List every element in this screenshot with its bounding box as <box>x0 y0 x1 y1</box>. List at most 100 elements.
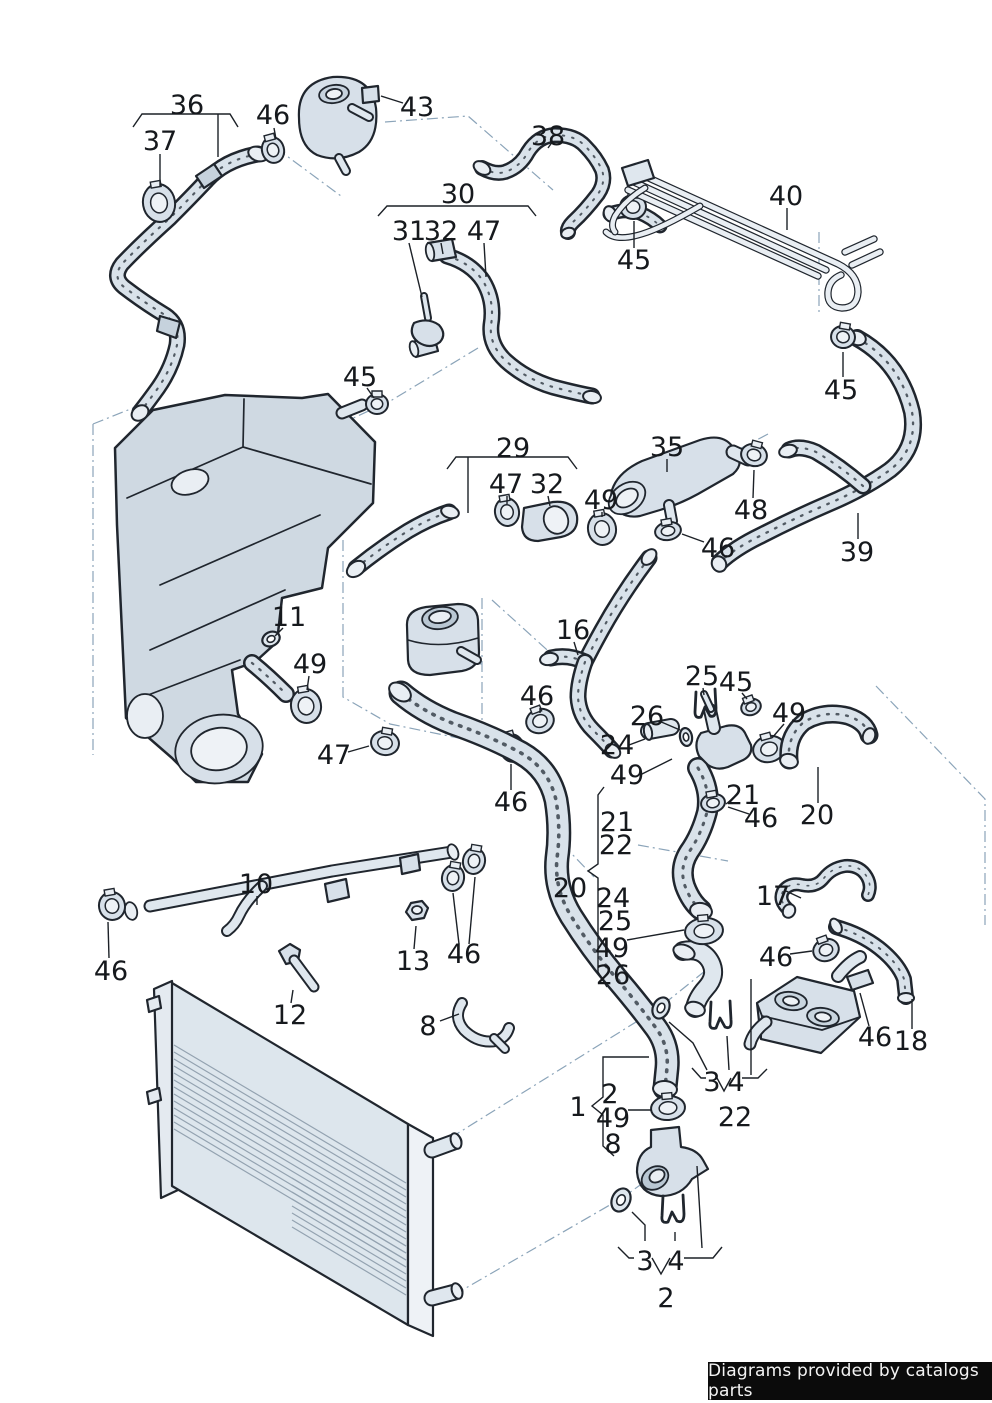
leader-line <box>547 495 551 507</box>
clamp-46-cooler <box>812 934 840 963</box>
callout-45: 45 <box>824 375 858 406</box>
reservoir-seam <box>407 637 479 646</box>
radiator-port-lower <box>423 1282 464 1307</box>
pipe-40-bend-b <box>609 184 649 236</box>
callout-18: 18 <box>894 1026 928 1057</box>
callout-10: 10 <box>239 869 273 900</box>
pipe-40-stubs <box>841 235 884 269</box>
construction-line <box>275 147 342 197</box>
construction-line <box>491 599 557 659</box>
callout-21: 21 <box>726 780 760 811</box>
callout-45: 45 <box>617 245 651 276</box>
clamp-25-49 <box>684 913 724 946</box>
connector-32-top-end <box>424 242 436 262</box>
hose-36-collar-b <box>155 314 182 340</box>
leader-line <box>725 799 732 805</box>
expansion-tank <box>297 75 378 160</box>
reservoir-opening-bore <box>428 609 452 625</box>
clamp-47-mid <box>370 726 400 757</box>
callout-49: 49 <box>595 933 629 964</box>
adapter-46-cooler <box>845 968 875 992</box>
pipe-40-c <box>624 186 822 280</box>
oring-3-upper <box>651 996 671 1020</box>
callout-40: 40 <box>769 181 803 212</box>
callout-47: 47 <box>467 216 501 247</box>
provider-badge-text: Diagrams provided by catalogs parts <box>708 1361 979 1401</box>
clamp-46-pair-b <box>461 843 487 875</box>
callout-bracket <box>377 205 537 217</box>
reservoir-nipple <box>456 646 482 665</box>
callout-20: 20 <box>553 873 587 904</box>
callout-1: 1 <box>569 1092 586 1123</box>
callout-2: 2 <box>601 1079 618 1110</box>
construction-line <box>384 115 554 191</box>
callout-49: 49 <box>584 485 618 516</box>
leader-line <box>408 242 423 298</box>
clamp-46-mid-a <box>525 704 555 735</box>
callout-4: 4 <box>727 1067 744 1098</box>
leader-line <box>628 738 646 746</box>
callout-26: 26 <box>630 701 664 732</box>
callout-bracket <box>617 1246 634 1259</box>
pipe-40-a <box>636 170 862 312</box>
expansion-tank-tab <box>360 84 381 105</box>
callout-38: 38 <box>531 121 565 152</box>
callout-bracket <box>684 1246 723 1259</box>
callout-20: 20 <box>800 800 834 831</box>
leader-line <box>468 876 476 945</box>
callout-16: 16 <box>556 615 590 646</box>
callout-49: 49 <box>596 1103 630 1134</box>
clamp-48 <box>740 439 768 468</box>
engine-oil-cap <box>170 468 210 496</box>
callout-46: 46 <box>94 956 128 987</box>
callout-11: 11 <box>272 602 306 633</box>
water-pipe-10-tab <box>323 877 351 904</box>
oil-cooler-inlet <box>831 950 867 983</box>
callout-3: 3 <box>703 1067 720 1098</box>
callout-46: 46 <box>447 939 481 970</box>
clamp-46-pipe10 <box>97 887 127 921</box>
callout-bracket <box>586 786 608 988</box>
callout-49: 49 <box>610 760 644 791</box>
leader-line <box>547 140 554 149</box>
bracket-31-rod <box>420 292 432 322</box>
hose-18 <box>828 917 915 1005</box>
clamp-49-engine <box>289 684 323 724</box>
callout-bracket <box>691 1067 706 1079</box>
callout-bracket <box>742 1068 768 1079</box>
hose-16-upper <box>576 548 658 671</box>
t-connector-2-bore <box>648 1168 666 1184</box>
connector-32-29-bore <box>542 505 570 535</box>
leader-line <box>859 992 870 1027</box>
radiator-mount-tabs <box>145 994 163 1106</box>
callout-29: 29 <box>496 433 530 464</box>
callout-21: 21 <box>600 807 634 838</box>
leader-line <box>639 758 673 776</box>
callout-8: 8 <box>419 1011 436 1042</box>
leader-line <box>306 675 310 691</box>
leader-line <box>347 745 370 753</box>
oil-cooler-boss-a-bore <box>782 995 800 1007</box>
leader-line <box>440 242 444 255</box>
hose-36 <box>109 145 269 422</box>
clip-4-upper <box>708 999 733 1030</box>
callout-47: 47 <box>317 740 351 771</box>
callout-46: 46 <box>858 1022 892 1053</box>
hose-20 <box>779 704 879 770</box>
callout-37: 37 <box>143 126 177 157</box>
engine-flange-bore <box>190 726 248 772</box>
leader-line <box>681 533 705 543</box>
engine-outlet-stub <box>243 654 295 703</box>
clamp-45-right <box>830 321 856 350</box>
oring-26 <box>678 726 694 748</box>
leader-line <box>366 387 375 399</box>
callout-24: 24 <box>600 730 634 761</box>
callout-26: 26 <box>596 960 630 991</box>
callout-25: 25 <box>598 906 632 937</box>
construction-line <box>342 540 479 743</box>
engine-cast-lines <box>126 398 372 701</box>
callout-17: 17 <box>756 881 790 912</box>
nut-13-bore <box>411 905 423 915</box>
hose-36-collar-a <box>194 162 224 190</box>
